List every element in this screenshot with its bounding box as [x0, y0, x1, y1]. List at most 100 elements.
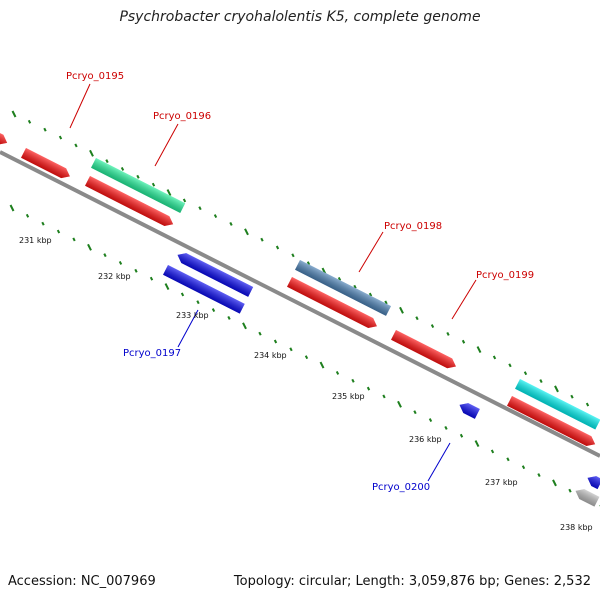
gene-label-0200[interactable]: Pcryo_0200	[372, 482, 430, 493]
feature-track	[0, 128, 600, 507]
inner-tick	[506, 457, 510, 462]
outer-tick	[120, 167, 125, 171]
inner-tick	[444, 425, 448, 430]
outer-tick	[337, 276, 342, 281]
inner-tick	[258, 331, 262, 336]
outer-tick	[151, 182, 156, 187]
scale-label-235: 235 kbp	[332, 392, 365, 401]
gene-feature-f-red-a[interactable]	[0, 128, 10, 148]
inner-tick	[211, 308, 216, 313]
inner-tick	[490, 449, 495, 454]
feature-shading	[91, 158, 186, 214]
inner-tick	[41, 221, 45, 226]
outer-tick	[585, 402, 590, 407]
outer-tick	[554, 385, 559, 393]
outer-tick	[476, 346, 482, 354]
inner-tick	[56, 229, 61, 234]
inner-tick	[87, 243, 92, 251]
accession-text: Accession: NC_007969	[8, 574, 156, 589]
outer-tick	[182, 198, 187, 203]
outer-tick	[353, 284, 357, 289]
gene-feature-f-blue-d[interactable]	[585, 473, 600, 490]
outer-tick	[213, 214, 218, 219]
map-title: Psychrobacter cryohalolentis K5, complet…	[119, 9, 481, 25]
scale-label-232: 232 kbp	[98, 272, 131, 281]
gene-label-0197[interactable]: Pcryo_0197	[123, 348, 181, 359]
outer-tick	[539, 379, 543, 383]
outer-tick	[105, 159, 109, 164]
leader-line-0200	[427, 442, 451, 482]
scale-label-231: 231 kbp	[19, 236, 52, 245]
leader-line-0196	[154, 123, 179, 167]
outer-tick	[275, 245, 280, 250]
outer-tick	[508, 363, 512, 368]
gene-feature-f-cog-b[interactable]	[295, 260, 391, 316]
outer-tick	[523, 371, 528, 376]
outer-tick	[306, 261, 311, 266]
scale-label-236: 236 kbp	[409, 435, 442, 444]
inner-tick	[25, 213, 30, 218]
inner-tick	[568, 488, 572, 493]
outer-tick	[461, 339, 466, 344]
feature-shading	[163, 265, 245, 314]
feature-shading	[575, 489, 600, 507]
inner-tick	[304, 355, 309, 360]
inner-tick	[196, 300, 200, 305]
scale-label-234: 234 kbp	[254, 351, 287, 360]
feature-shading	[515, 379, 600, 430]
gene-feature-f-grey-a[interactable]	[573, 486, 600, 507]
gene-label-0199[interactable]: Pcryo_0199	[476, 270, 534, 281]
feature-shading	[177, 253, 254, 297]
outer-tick	[58, 135, 63, 140]
gene-feature-f-cog-a[interactable]	[91, 158, 186, 214]
gene-feature-f-red-c[interactable]	[85, 176, 176, 229]
feature-shading	[459, 403, 480, 419]
outer-tick	[229, 221, 233, 226]
feature-shading	[391, 330, 456, 369]
leader-lines	[69, 83, 477, 482]
outer-tick	[27, 119, 32, 124]
inner-tick	[164, 283, 170, 290]
gene-feature-f-blue-c[interactable]	[457, 400, 480, 419]
inner-tick	[382, 394, 386, 399]
leader-line-0195	[69, 83, 91, 129]
inner-tick	[552, 479, 557, 487]
inner-tick	[289, 347, 293, 352]
scale-label-237: 237 kbp	[485, 478, 518, 487]
inner-tick	[335, 370, 340, 375]
outer-tick	[291, 253, 295, 258]
gene-feature-f-red-e[interactable]	[391, 330, 458, 371]
inner-tick	[227, 315, 231, 320]
leader-line-0197	[177, 309, 199, 348]
feature-shading	[85, 176, 174, 227]
gene-labels: Pcryo_0195 Pcryo_0196 Pcryo_0198 Pcryo_0…	[66, 71, 534, 493]
gene-feature-f-blue-a[interactable]	[175, 250, 254, 297]
inner-tick	[103, 253, 107, 258]
scale-label-233: 233 kbp	[176, 311, 209, 320]
gene-feature-f-red-b[interactable]	[21, 148, 72, 181]
outer-tick	[570, 394, 574, 399]
outer-tick	[198, 206, 202, 211]
gene-label-0196[interactable]: Pcryo_0196	[153, 111, 211, 122]
feature-shading	[287, 277, 377, 328]
inner-tick-row	[9, 204, 600, 507]
outer-tick	[74, 143, 78, 148]
gene-feature-f-cog-c[interactable]	[515, 379, 600, 430]
feature-shading	[0, 128, 8, 145]
gene-feature-f-red-f[interactable]	[507, 396, 598, 449]
gene-label-0195[interactable]: Pcryo_0195	[66, 71, 124, 82]
inner-tick	[397, 400, 402, 408]
inner-tick	[149, 276, 154, 281]
gene-label-0198[interactable]: Pcryo_0198	[384, 221, 442, 232]
gene-feature-f-blue-b[interactable]	[163, 265, 245, 314]
leader-line-0198	[358, 231, 384, 273]
inner-tick	[521, 465, 526, 470]
inner-tick	[242, 322, 247, 330]
inner-tick	[428, 418, 433, 422]
topology-text: Topology: circular; Length: 3,059,876 bp…	[233, 574, 591, 589]
feature-shading	[295, 260, 391, 316]
outer-tick	[430, 324, 435, 328]
inner-tick	[351, 378, 355, 383]
gene-feature-f-red-d[interactable]	[287, 277, 379, 331]
